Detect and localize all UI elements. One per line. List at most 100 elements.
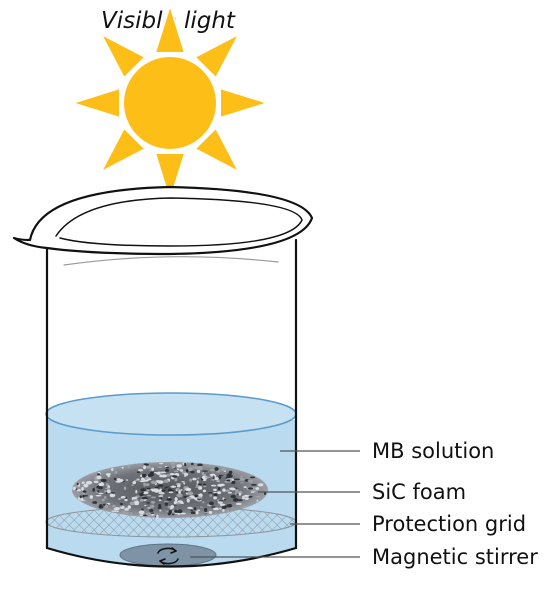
foam-speckle: [132, 481, 137, 485]
foam-speckle: [116, 510, 119, 513]
foam-speckle: [146, 502, 151, 504]
foam-speckle: [176, 488, 181, 491]
foam-speckle: [238, 492, 242, 496]
foam-speckle: [132, 498, 139, 501]
foam-speckle: [195, 510, 199, 515]
foam-speckle: [240, 482, 243, 484]
foam-speckle: [163, 479, 169, 483]
foam-speckle: [257, 483, 264, 487]
foam-speckle: [149, 509, 154, 512]
foam-speckle: [233, 478, 241, 481]
foam-speckle: [149, 469, 152, 471]
foam-speckle: [183, 482, 186, 485]
foam-speckle: [240, 475, 243, 478]
foam-speckle: [172, 513, 175, 516]
foam-speckle: [82, 495, 89, 497]
foam-speckle: [250, 483, 257, 486]
foam-speckle: [146, 487, 151, 490]
foam-speckle: [109, 493, 116, 498]
foam-speckle: [228, 470, 233, 475]
foam-speckle: [164, 468, 170, 472]
foam-speckle: [210, 476, 214, 478]
foam-speckle: [219, 483, 225, 487]
foam-speckle: [106, 489, 111, 494]
foam-speckle: [248, 487, 254, 490]
foam-speckle: [104, 487, 110, 490]
foam-speckle: [113, 477, 117, 481]
foam-speckle: [140, 477, 145, 481]
foam-speckle: [209, 468, 215, 472]
foam-speckle: [242, 495, 245, 500]
foam-speckle: [150, 504, 155, 508]
foam-speckle: [158, 495, 164, 497]
foam-speckle: [122, 510, 126, 515]
foam-speckle: [190, 509, 193, 512]
foam-speckle: [218, 486, 221, 491]
foam-speckle: [145, 512, 152, 516]
beaker-base: [45, 546, 298, 568]
foam-speckle: [157, 480, 164, 484]
foam-speckle: [120, 496, 126, 499]
foam-speckle: [185, 487, 192, 492]
foam-speckle: [211, 478, 215, 481]
foam-speckle: [166, 474, 170, 477]
foam-speckle: [197, 463, 203, 467]
foam-speckle: [147, 507, 151, 509]
foam-speckle: [196, 496, 203, 499]
foam-speckle: [76, 482, 79, 486]
foam-speckle: [129, 501, 135, 506]
foam-speckle: [180, 512, 186, 515]
foam-speckle: [145, 465, 151, 469]
foam-speckle: [89, 495, 94, 499]
foam-speckle: [238, 477, 245, 481]
foam-speckle: [107, 475, 111, 478]
foam-speckle: [186, 498, 190, 503]
label-sic-foam: SiC foam: [372, 480, 466, 504]
sun-ray: [219, 86, 272, 120]
foam-speckle: [118, 498, 121, 500]
foam-speckle: [216, 480, 221, 482]
foam-speckle: [141, 496, 148, 500]
foam-speckle: [161, 489, 166, 492]
foam-speckle: [201, 501, 205, 504]
foam-speckle: [163, 501, 169, 503]
foam-speckle: [219, 503, 226, 506]
foam-speckle: [197, 509, 201, 511]
foam-speckle: [85, 480, 93, 485]
foam-speckle: [143, 465, 147, 470]
foam-speckle: [79, 499, 86, 501]
foam-speckle: [174, 497, 178, 502]
foam-speckle: [247, 479, 253, 482]
foam-speckle: [199, 506, 203, 508]
foam-speckle: [119, 504, 123, 508]
foam-speckle: [220, 467, 227, 472]
foam-speckle: [98, 505, 104, 509]
foam-speckle: [93, 480, 99, 484]
foam-speckle: [141, 491, 144, 494]
foam-speckle: [121, 466, 124, 469]
foam-speckle: [101, 498, 105, 502]
foam-speckle: [146, 488, 150, 492]
foam-speckle: [193, 497, 197, 500]
foam-speckle: [196, 469, 201, 474]
foam-speckle: [176, 494, 182, 497]
foam-speckle: [187, 506, 193, 509]
foam-speckle: [165, 466, 170, 469]
label-mb-solution: MB solution: [372, 439, 494, 463]
foam-speckle: [150, 496, 156, 499]
foam-speckle: [201, 475, 208, 480]
foam-speckle: [169, 473, 175, 476]
foam-speckle: [189, 478, 192, 482]
foam-speckle: [214, 477, 217, 479]
foam-speckle: [168, 509, 172, 514]
foam-speckle: [117, 478, 124, 483]
foam-speckle: [226, 504, 233, 508]
foam-speckle: [203, 508, 208, 512]
foam-speckle: [136, 478, 140, 480]
foam-speckle: [235, 502, 242, 506]
foam-speckle: [192, 466, 195, 470]
foam-speckle: [184, 462, 187, 467]
foam-speckle: [124, 498, 128, 502]
foam-speckle: [79, 495, 82, 499]
foam-speckle: [210, 473, 216, 476]
